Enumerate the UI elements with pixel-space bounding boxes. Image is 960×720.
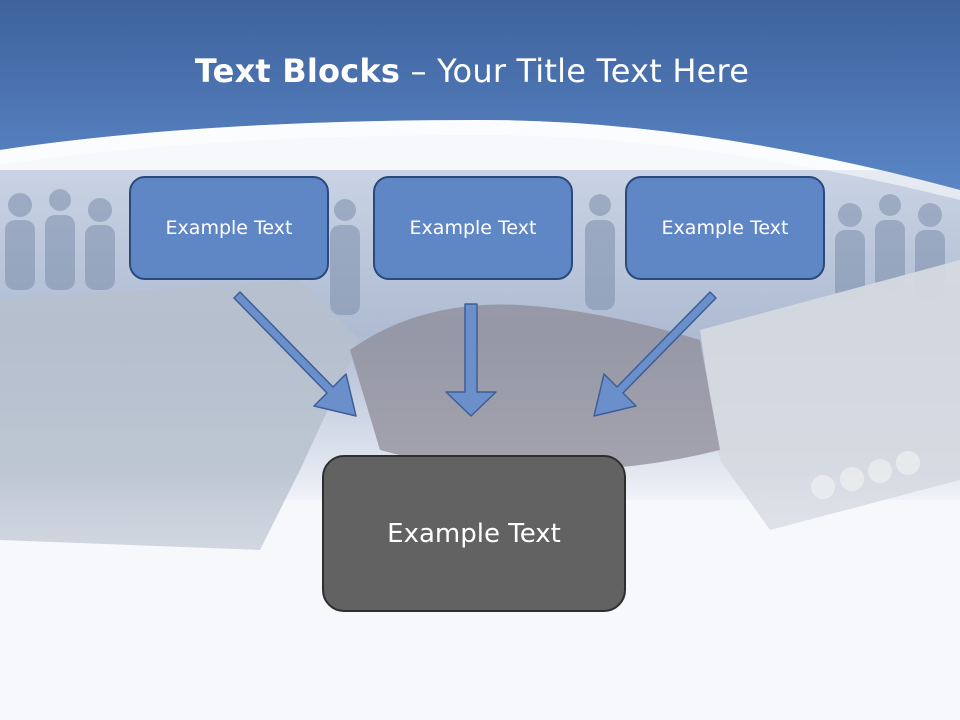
header-band	[0, 0, 960, 190]
title-rest: Your Title Text Here	[437, 52, 750, 90]
text-block-3[interactable]: Example Text	[625, 176, 825, 280]
arrow-right	[593, 291, 717, 417]
arrow-left	[233, 291, 357, 417]
arrow-center	[445, 303, 497, 417]
title-separator: –	[400, 52, 438, 90]
text-block-1[interactable]: Example Text	[129, 176, 329, 280]
text-block-2[interactable]: Example Text	[373, 176, 573, 280]
slide-title: Text Blocks – Your Title Text Here	[0, 52, 944, 90]
text-block-1-label: Example Text	[165, 217, 293, 239]
right-sleeve	[700, 260, 960, 530]
title-bold: Text Blocks	[194, 52, 401, 90]
handshake	[350, 304, 720, 470]
result-block-label: Example Text	[387, 518, 561, 549]
result-block[interactable]: Example Text	[322, 455, 626, 612]
text-block-2-label: Example Text	[409, 217, 537, 239]
text-block-3-label: Example Text	[661, 217, 789, 239]
